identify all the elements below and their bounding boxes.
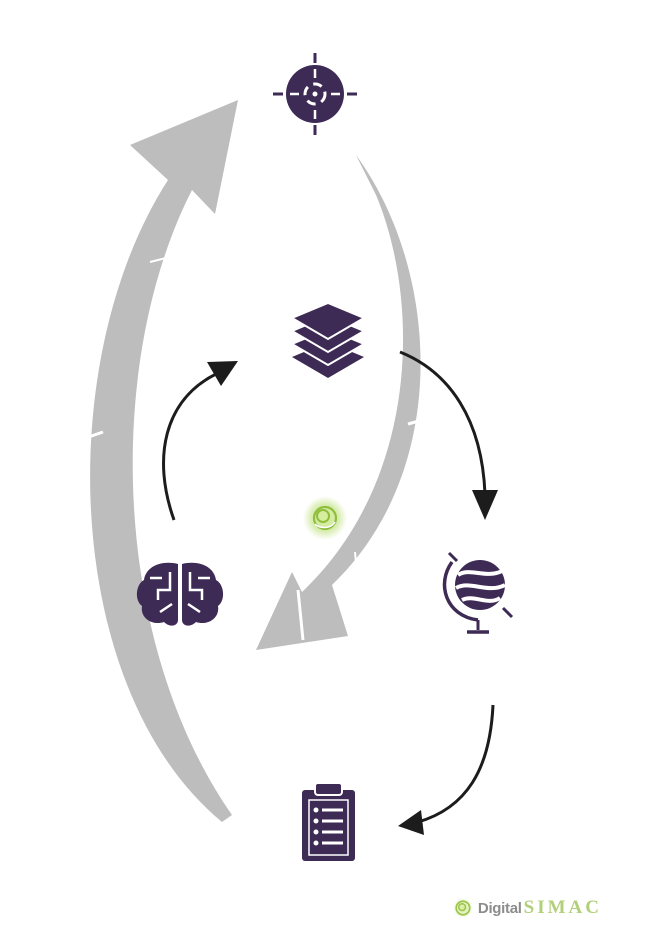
digital-simac-logo: Digital SIMAC [452,893,602,923]
gray-arrow-right [256,155,431,650]
black-arrow-brain-to-layers [162,361,238,521]
stacked-layers-icon [289,301,367,378]
clipboard-checklist-icon [302,782,355,861]
logo-word-digital: Digital [477,899,522,917]
black-arrow-layers-to-globe [399,350,498,520]
black-arrow-globe-to-clipboard [398,704,495,835]
logo-word-simac: SIMAC [523,897,602,918]
simac-spiral-logo-icon [452,897,474,919]
globe-icon [442,551,514,634]
gray-arrow-left [79,100,238,822]
crosshair-target-icon [273,53,357,135]
green-spiral-icon [303,496,347,540]
brain-circuit-icon [136,562,224,626]
